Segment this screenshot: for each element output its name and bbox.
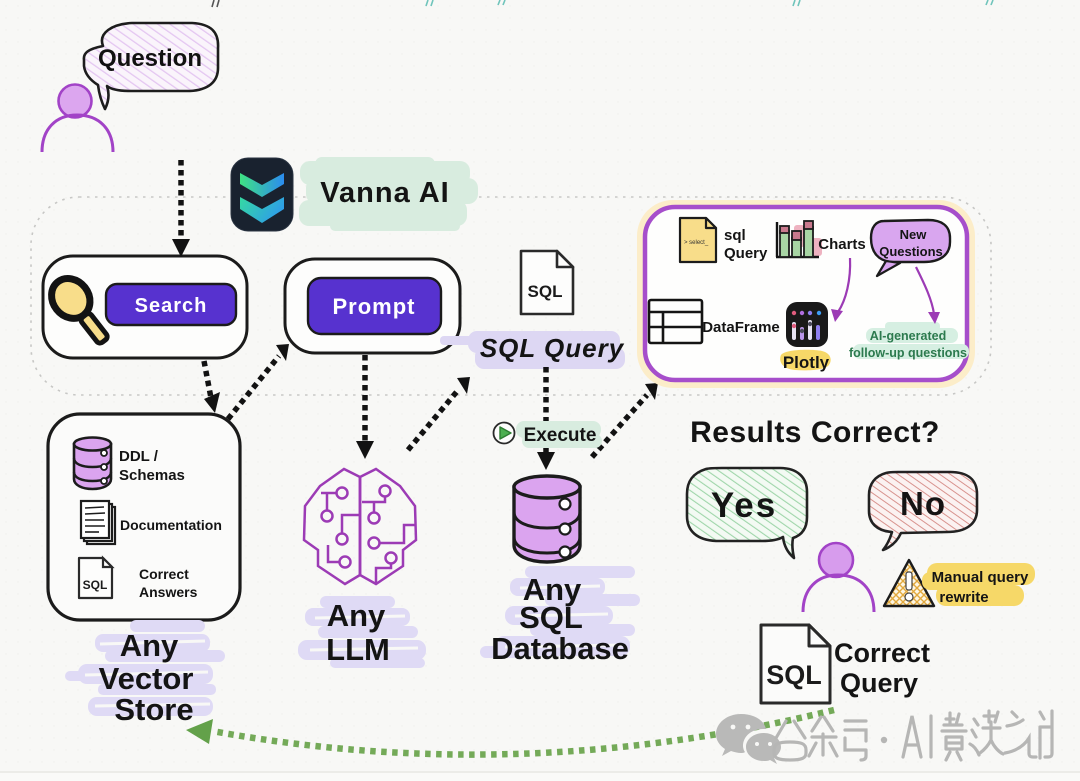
svg-text:Plotly: Plotly	[783, 353, 830, 372]
svg-text:New: New	[900, 227, 928, 242]
svg-text:Any: Any	[523, 572, 582, 607]
svg-text:SQL: SQL	[766, 660, 822, 690]
svg-text:SQL: SQL	[519, 600, 583, 635]
svg-text:Prompt: Prompt	[333, 294, 416, 319]
svg-text:Search: Search	[135, 295, 208, 317]
svg-text:Schemas: Schemas	[119, 467, 185, 484]
svg-text:Correct: Correct	[139, 566, 189, 582]
svg-text:DDL /: DDL /	[119, 448, 159, 465]
svg-text:Vector: Vector	[99, 661, 194, 696]
svg-text:Charts: Charts	[818, 236, 866, 253]
svg-text:Any: Any	[327, 598, 386, 633]
svg-text:SQL Query: SQL Query	[480, 333, 625, 363]
svg-text:> select_: > select_	[684, 240, 709, 246]
svg-text:Manual query: Manual query	[932, 569, 1029, 586]
svg-text:Answers: Answers	[139, 584, 198, 600]
svg-text:sql: sql	[724, 227, 746, 244]
svg-text:Question: Question	[98, 45, 202, 72]
svg-text:SQL: SQL	[528, 282, 563, 301]
svg-text:Vanna AI: Vanna AI	[320, 177, 449, 209]
svg-text:DataFrame: DataFrame	[702, 319, 780, 336]
svg-text:No: No	[900, 485, 946, 522]
svg-text:LLM: LLM	[326, 632, 390, 667]
svg-text:Correct: Correct	[834, 638, 930, 668]
svg-text:Query: Query	[840, 668, 918, 698]
svg-text:rewrite: rewrite	[939, 589, 988, 606]
svg-text:Questions: Questions	[879, 244, 943, 259]
svg-text:Yes: Yes	[711, 486, 777, 525]
svg-text:Any: Any	[120, 628, 179, 663]
svg-text:Store: Store	[114, 692, 193, 727]
svg-text:follow-up questions: follow-up questions	[849, 346, 967, 360]
svg-text:Database: Database	[491, 631, 629, 666]
svg-text:Results Correct?: Results Correct?	[690, 416, 940, 449]
svg-text:Documentation: Documentation	[120, 517, 222, 533]
svg-text:SQL: SQL	[83, 578, 108, 592]
svg-text:Query: Query	[724, 245, 768, 262]
svg-text:AI-generated: AI-generated	[870, 329, 946, 343]
svg-text:Execute: Execute	[524, 425, 597, 446]
